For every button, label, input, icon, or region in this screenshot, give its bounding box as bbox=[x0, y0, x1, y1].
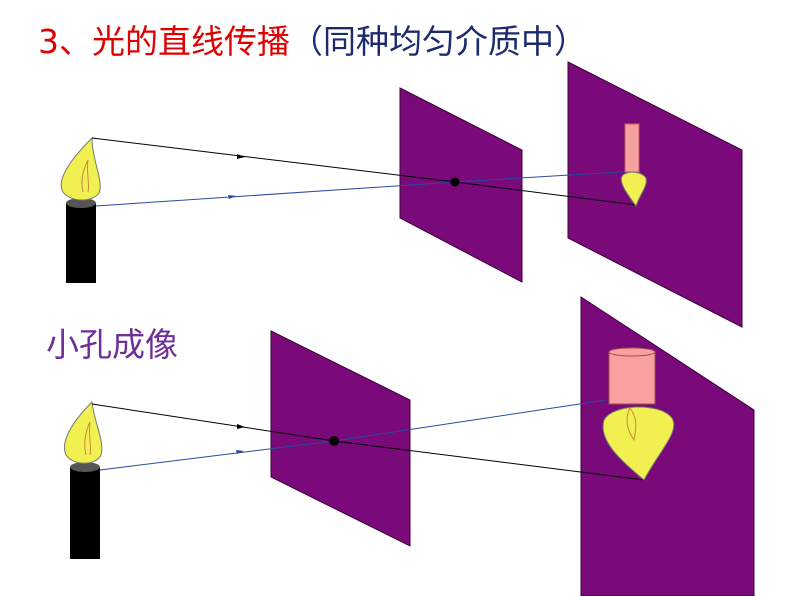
top-ray-blue bbox=[95, 181, 456, 207]
top-ray-black-continued bbox=[454, 181, 637, 206]
top-ray-black bbox=[91, 137, 456, 183]
bottom-inverted-image bbox=[602, 347, 675, 481]
bottom-ray-black-continued bbox=[333, 440, 645, 481]
bottom-image-candle-end bbox=[608, 347, 656, 357]
bottom-image-screen bbox=[580, 296, 755, 596]
top-ray-blue-continued bbox=[454, 170, 637, 183]
bottom-ray-blue-continued bbox=[333, 399, 607, 442]
top-image-candle bbox=[624, 123, 640, 173]
top-candle-flame bbox=[60, 136, 101, 201]
bottom-candle bbox=[64, 400, 103, 559]
bottom-image-candle bbox=[608, 351, 656, 405]
bottom-image-flame bbox=[602, 406, 675, 481]
bottom-image-flame-inner bbox=[626, 407, 637, 442]
bottom-candle-flame-inner bbox=[84, 421, 92, 456]
slide-title: 3、光的直线传播（同种均匀介质中） bbox=[38, 22, 587, 62]
title-main: 光的直线传播 bbox=[92, 22, 290, 61]
bottom-ray-black bbox=[91, 403, 335, 442]
pinhole-imaging-label: 小孔成像 bbox=[46, 325, 178, 364]
title-note: （同种均匀介质中） bbox=[290, 22, 587, 61]
top-ray-black-arrow bbox=[237, 154, 245, 159]
top-image-flame bbox=[620, 171, 647, 208]
title-number: 3、 bbox=[38, 22, 92, 61]
top-inverted-image bbox=[620, 123, 647, 208]
top-candle bbox=[60, 136, 101, 283]
bottom-pinhole-screen bbox=[270, 330, 411, 547]
top-pinhole bbox=[450, 177, 460, 187]
bottom-ray-blue bbox=[99, 440, 335, 471]
bottom-ray-black-arrow bbox=[237, 424, 245, 429]
bottom-candle-top bbox=[70, 462, 100, 472]
top-pinhole-screen bbox=[399, 87, 523, 283]
top-image-screen bbox=[567, 61, 743, 328]
bottom-candle-body bbox=[70, 467, 100, 559]
top-candle-flame-inner bbox=[81, 159, 90, 193]
bottom-pinhole bbox=[329, 436, 339, 446]
bottom-setup bbox=[64, 296, 755, 596]
top-candle-body bbox=[66, 203, 96, 283]
bottom-candle-flame bbox=[64, 400, 103, 464]
top-ray-blue-arrow bbox=[228, 195, 236, 199]
top-setup bbox=[60, 61, 743, 328]
bottom-ray-blue-arrow bbox=[236, 450, 244, 454]
top-candle-top bbox=[66, 198, 96, 208]
